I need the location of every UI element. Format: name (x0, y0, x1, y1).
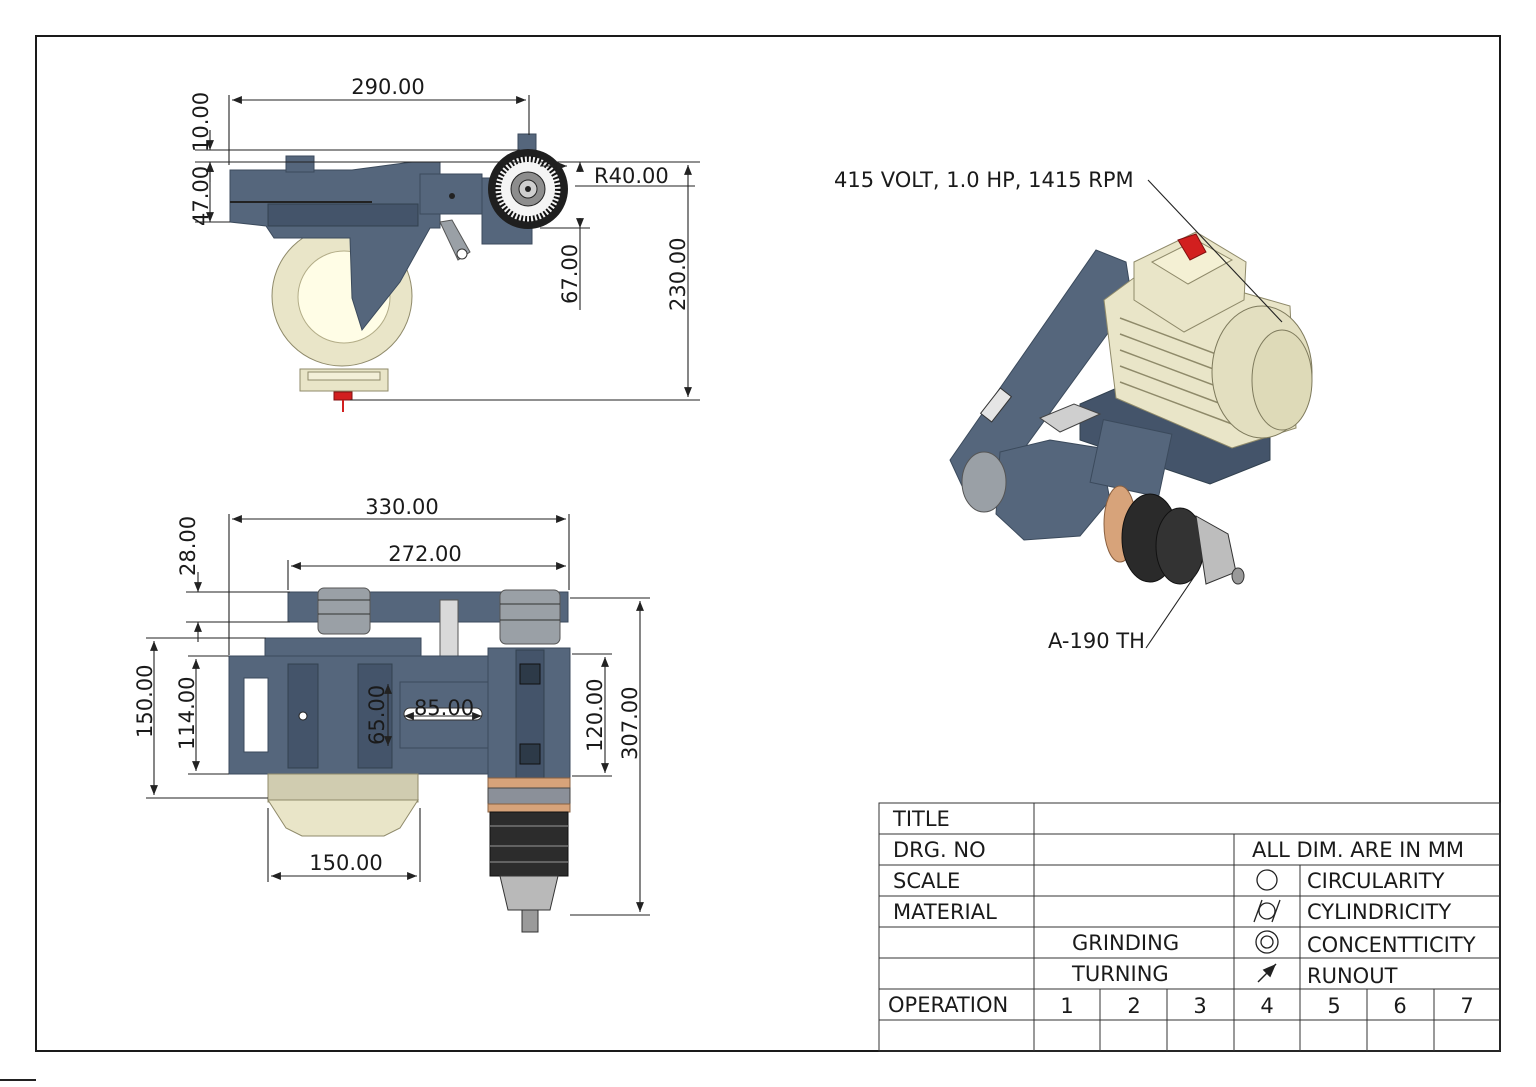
tb-material-label: MATERIAL (893, 900, 997, 924)
dim-67: 67.00 (558, 244, 582, 304)
circularity-icon (1256, 869, 1278, 891)
top-clamp (285, 155, 315, 173)
dim-330: 330.00 (365, 495, 438, 519)
front-view-dimensions: 330.00 272.00 28.00 150.00 114.00 65.00 … (133, 495, 650, 916)
tb-concentricity: CONCENTTICITY (1307, 933, 1476, 957)
tb-scale-label: SCALE (893, 869, 960, 893)
front-chuck (489, 811, 569, 877)
iso-chuck-nose (1195, 515, 1237, 585)
dim-150-bottom: 150.00 (309, 851, 382, 875)
dim-307: 307.00 (618, 687, 642, 760)
sheet-border (35, 35, 1501, 1052)
dim-114: 114.00 (175, 677, 199, 750)
tb-process-turning: TURNING (1071, 962, 1169, 986)
tb-op-1: 1 (1060, 994, 1073, 1018)
dim-10: 10.00 (189, 92, 213, 152)
tb-op-2: 2 (1127, 994, 1140, 1018)
cylindricity-icon (1253, 899, 1281, 923)
tb-drg-no-label: DRG. NO (893, 838, 986, 862)
front-pulley-right (499, 589, 561, 645)
motor-spec-label: 415 VOLT, 1.0 HP, 1415 RPM (834, 168, 1134, 192)
tb-cylindricity: CYLINDRICITY (1307, 900, 1451, 924)
iso-callouts: 415 VOLT, 1.0 HP, 1415 RPM A-190 TH (834, 168, 1283, 653)
dim-120: 120.00 (583, 679, 607, 752)
front-chuck-jaw (499, 875, 559, 911)
iso-spindle-housing (995, 439, 1111, 541)
front-wheel-collar (267, 773, 419, 803)
tb-runout: RUNOUT (1307, 964, 1398, 988)
iso-view (949, 231, 1313, 585)
tb-op-3: 3 (1193, 994, 1206, 1018)
dim-65: 65.00 (365, 685, 389, 745)
iso-pulley (961, 451, 1007, 513)
iso-label-plate (979, 387, 1013, 423)
switch-red (333, 391, 353, 401)
front-base-top (264, 637, 422, 659)
top-slide (267, 203, 419, 227)
tb-title-label: TITLE (892, 807, 950, 831)
tb-units-note: ALL DIM. ARE IN MM (1252, 838, 1464, 862)
tb-process-grinding: GRINDING (1072, 931, 1179, 955)
concentricity-icon (1255, 930, 1279, 954)
front-copper-ring (487, 777, 571, 789)
tb-op-7: 7 (1460, 994, 1473, 1018)
dim-47: 47.00 (189, 166, 213, 226)
tb-op-4: 4 (1260, 994, 1273, 1018)
tb-circularity: CIRCULARITY (1307, 869, 1445, 893)
front-view (228, 587, 571, 933)
dim-230: 230.00 (666, 238, 690, 311)
dim-r40: R40.00 (594, 164, 669, 188)
dim-290: 290.00 (351, 75, 424, 99)
chuck-spec-label: A-190 TH (1048, 629, 1145, 653)
tb-op-5: 5 (1327, 994, 1340, 1018)
dim-85: 85.00 (414, 696, 474, 720)
front-slot-left (243, 677, 269, 753)
title-block: TITLE DRG. NO SCALE MATERIAL ALL DIM. AR… (878, 802, 1501, 1052)
iso-slide (1089, 419, 1173, 498)
dim-272: 272.00 (388, 542, 461, 566)
front-post (439, 599, 459, 663)
top-view-dimensions: 290.00 10.00 47.00 R40.00 67.00 230.00 (189, 75, 700, 401)
runout-icon (1257, 963, 1277, 983)
tb-op-6: 6 (1393, 994, 1406, 1018)
dim-150-left: 150.00 (133, 665, 157, 738)
tb-operation-label: OPERATION (888, 993, 1008, 1017)
front-wheel (267, 799, 419, 837)
dim-28: 28.00 (176, 516, 200, 576)
top-view (229, 133, 568, 412)
iso-switch (1177, 233, 1207, 261)
front-pulley-left (317, 587, 371, 635)
